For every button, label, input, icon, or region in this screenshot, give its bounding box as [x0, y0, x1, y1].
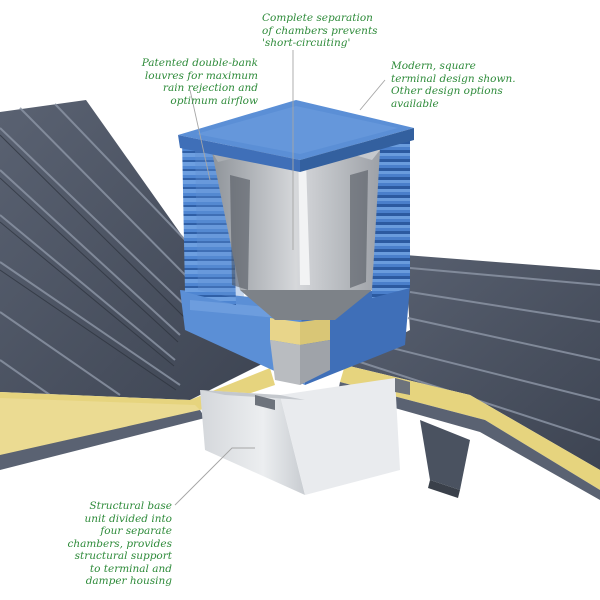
terminal-interior: [212, 130, 380, 320]
callout-double-bank-louvres: Patented double-bank louvres for maximum…: [141, 57, 258, 107]
leader-lines: [174, 50, 386, 506]
leader-line-louvres: [189, 89, 211, 181]
callout-square-terminal: Modern, square terminal design shown. Ot…: [391, 60, 516, 110]
roof-panel-right: [345, 255, 600, 470]
callout-chamber-separation: Complete separation of chambers prevents…: [262, 12, 378, 49]
roof-purlin: [420, 420, 470, 498]
leader-line-base: [174, 447, 255, 506]
leader-line-terminal: [359, 79, 386, 111]
callout-structural-base: Structural base unit divided into four s…: [67, 500, 172, 587]
terminal-collar: [180, 285, 410, 385]
structural-base-unit: [200, 378, 410, 495]
terminal-cap: [178, 100, 414, 172]
terminal-louvres-right: [370, 140, 410, 298]
